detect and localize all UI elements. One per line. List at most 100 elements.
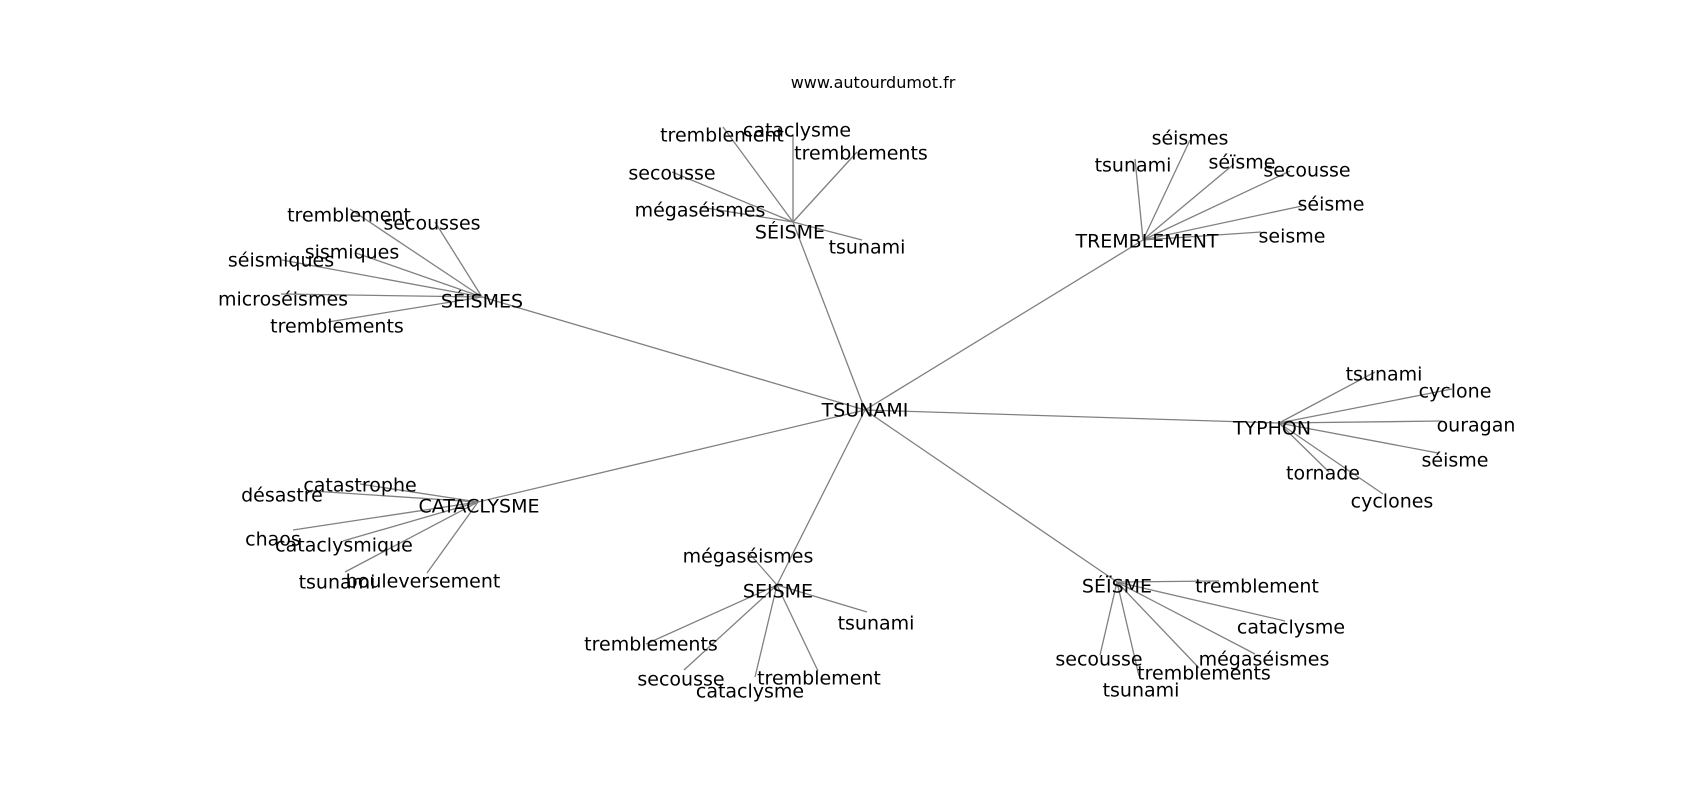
watermark-text: www.autourdumot.fr	[791, 73, 956, 92]
edge-cluster-to-leaf	[1278, 422, 1384, 495]
graph-edges	[280, 126, 1453, 678]
node-leaf: secousse	[1263, 160, 1350, 182]
edge-cluster-to-leaf	[754, 584, 778, 678]
edge-cluster-to-leaf	[1134, 158, 1144, 241]
node-leaf: tsunami	[1103, 680, 1180, 702]
node-leaf: mégaséismes	[683, 546, 814, 568]
edge-cluster-to-leaf	[311, 490, 479, 503]
node-leaf: séisme	[1298, 194, 1365, 216]
node-leaf: tsunami	[1095, 155, 1172, 177]
edge-cluster-to-leaf	[792, 151, 858, 223]
edge-center-to-cluster	[864, 239, 1144, 411]
edge-cluster-to-leaf	[671, 171, 794, 223]
edge-cluster-to-leaf	[1278, 371, 1376, 424]
node-leaf: seisme	[1259, 226, 1326, 248]
node-leaf: tremblements	[270, 316, 404, 338]
edge-cluster-to-leaf	[1116, 581, 1140, 677]
node-leaf: mégaséismes	[635, 200, 766, 222]
edge-cluster-to-leaf	[1278, 422, 1330, 473]
edge-cluster-to-leaf	[699, 206, 794, 223]
edge-cluster-to-leaf	[1116, 580, 1220, 583]
node-cluster: TREMBLEMENT	[1074, 231, 1218, 253]
node-leaf: cyclones	[1351, 491, 1434, 513]
edge-cluster-to-leaf	[792, 221, 863, 241]
edge-cluster-to-leaf	[776, 584, 868, 613]
edge-cluster-to-leaf	[1099, 581, 1118, 656]
node-leaf: bouleversement	[346, 571, 501, 593]
edge-cluster-to-leaf	[344, 501, 479, 573]
node-leaf: mégaséismes	[1199, 649, 1330, 671]
edge-cluster-to-leaf	[1116, 581, 1286, 622]
node-leaf: tremblements	[1137, 663, 1271, 685]
node-leaf: séismiques	[228, 250, 334, 272]
node-leaf: tremblements	[584, 634, 718, 656]
node-leaf: tornade	[1286, 463, 1360, 485]
node-cluster: SÉÏSME	[1082, 575, 1152, 598]
edge-cluster-to-leaf	[1116, 581, 1256, 655]
node-leaf: désastre	[241, 485, 323, 507]
node-leaf: ouragan	[1437, 415, 1516, 437]
node-leaf: séisme	[1422, 450, 1489, 472]
node-leaf: tremblement	[757, 668, 881, 690]
edge-cluster-to-leaf	[1142, 163, 1235, 241]
edge-cluster-to-leaf	[1278, 420, 1443, 424]
edge-cluster-to-leaf	[426, 501, 479, 574]
edge-cluster-to-leaf	[1278, 422, 1439, 454]
edge-cluster-to-leaf	[1142, 231, 1262, 241]
edge-cluster-to-leaf	[1142, 139, 1191, 241]
node-leaf: séismes	[1152, 128, 1229, 150]
graph-labels: TSUNAMISÉISMEtremblementcataclysmetrembl…	[218, 120, 1516, 703]
edge-cluster-to-leaf	[645, 584, 778, 645]
node-cluster: TYPHON	[1232, 418, 1311, 440]
node-leaf: sismiques	[305, 242, 400, 264]
edge-center-to-cluster	[776, 409, 866, 586]
node-cluster: SÉISMES	[441, 290, 523, 313]
node-cluster: SEISME	[743, 581, 813, 603]
node-center-tsunami: TSUNAMI	[821, 400, 909, 422]
node-cluster: SÉISME	[755, 221, 825, 244]
node-leaf: tremblements	[794, 143, 928, 165]
node-leaf: cataclysme	[1237, 617, 1345, 639]
edge-cluster-to-leaf	[434, 221, 483, 298]
node-leaf: secousse	[637, 669, 724, 691]
edge-cluster-to-leaf	[1116, 581, 1200, 669]
edge-cluster-to-leaf	[355, 252, 483, 298]
edge-center-to-cluster	[864, 409, 1280, 424]
node-leaf: microséismes	[218, 289, 348, 311]
node-leaf: tsunami	[299, 572, 376, 594]
node-leaf: cataclysme	[743, 120, 851, 142]
edge-cluster-to-leaf	[280, 293, 483, 298]
node-leaf: tremblement	[1195, 576, 1319, 598]
node-leaf: secousse	[1055, 649, 1142, 671]
edge-cluster-to-leaf	[359, 483, 479, 503]
edge-center-to-cluster	[864, 409, 1118, 583]
edge-cluster-to-leaf	[683, 584, 778, 671]
node-leaf: catastrophe	[303, 475, 416, 497]
node-leaf: tsunami	[1346, 364, 1423, 386]
node-cluster: CATACLYSME	[419, 496, 540, 518]
edge-cluster-to-leaf	[776, 584, 819, 672]
edge-cluster-to-leaf	[349, 208, 483, 298]
node-leaf: tremblement	[660, 125, 784, 147]
edge-center-to-cluster	[477, 409, 866, 503]
edge-cluster-to-leaf	[281, 259, 483, 298]
edge-center-to-cluster	[792, 221, 866, 411]
edge-cluster-to-leaf	[1142, 170, 1291, 241]
node-leaf: cataclysmique	[275, 535, 413, 557]
node-leaf: secousse	[628, 163, 715, 185]
edge-cluster-to-leaf	[1142, 205, 1303, 241]
edge-cluster-to-leaf	[342, 501, 479, 542]
edge-cluster-to-leaf	[327, 296, 483, 323]
node-leaf: tsunami	[838, 613, 915, 635]
edge-cluster-to-leaf	[722, 126, 794, 223]
node-leaf: secousses	[383, 213, 480, 235]
edge-cluster-to-leaf	[292, 501, 479, 531]
node-leaf: cataclysme	[696, 681, 804, 703]
node-leaf: cyclone	[1419, 381, 1492, 403]
node-leaf: séïsme	[1209, 152, 1276, 174]
node-leaf: tremblement	[287, 205, 411, 227]
node-leaf: chaos	[245, 529, 301, 551]
edge-cluster-to-leaf	[747, 551, 778, 586]
edge-cluster-to-leaf	[1278, 388, 1453, 424]
